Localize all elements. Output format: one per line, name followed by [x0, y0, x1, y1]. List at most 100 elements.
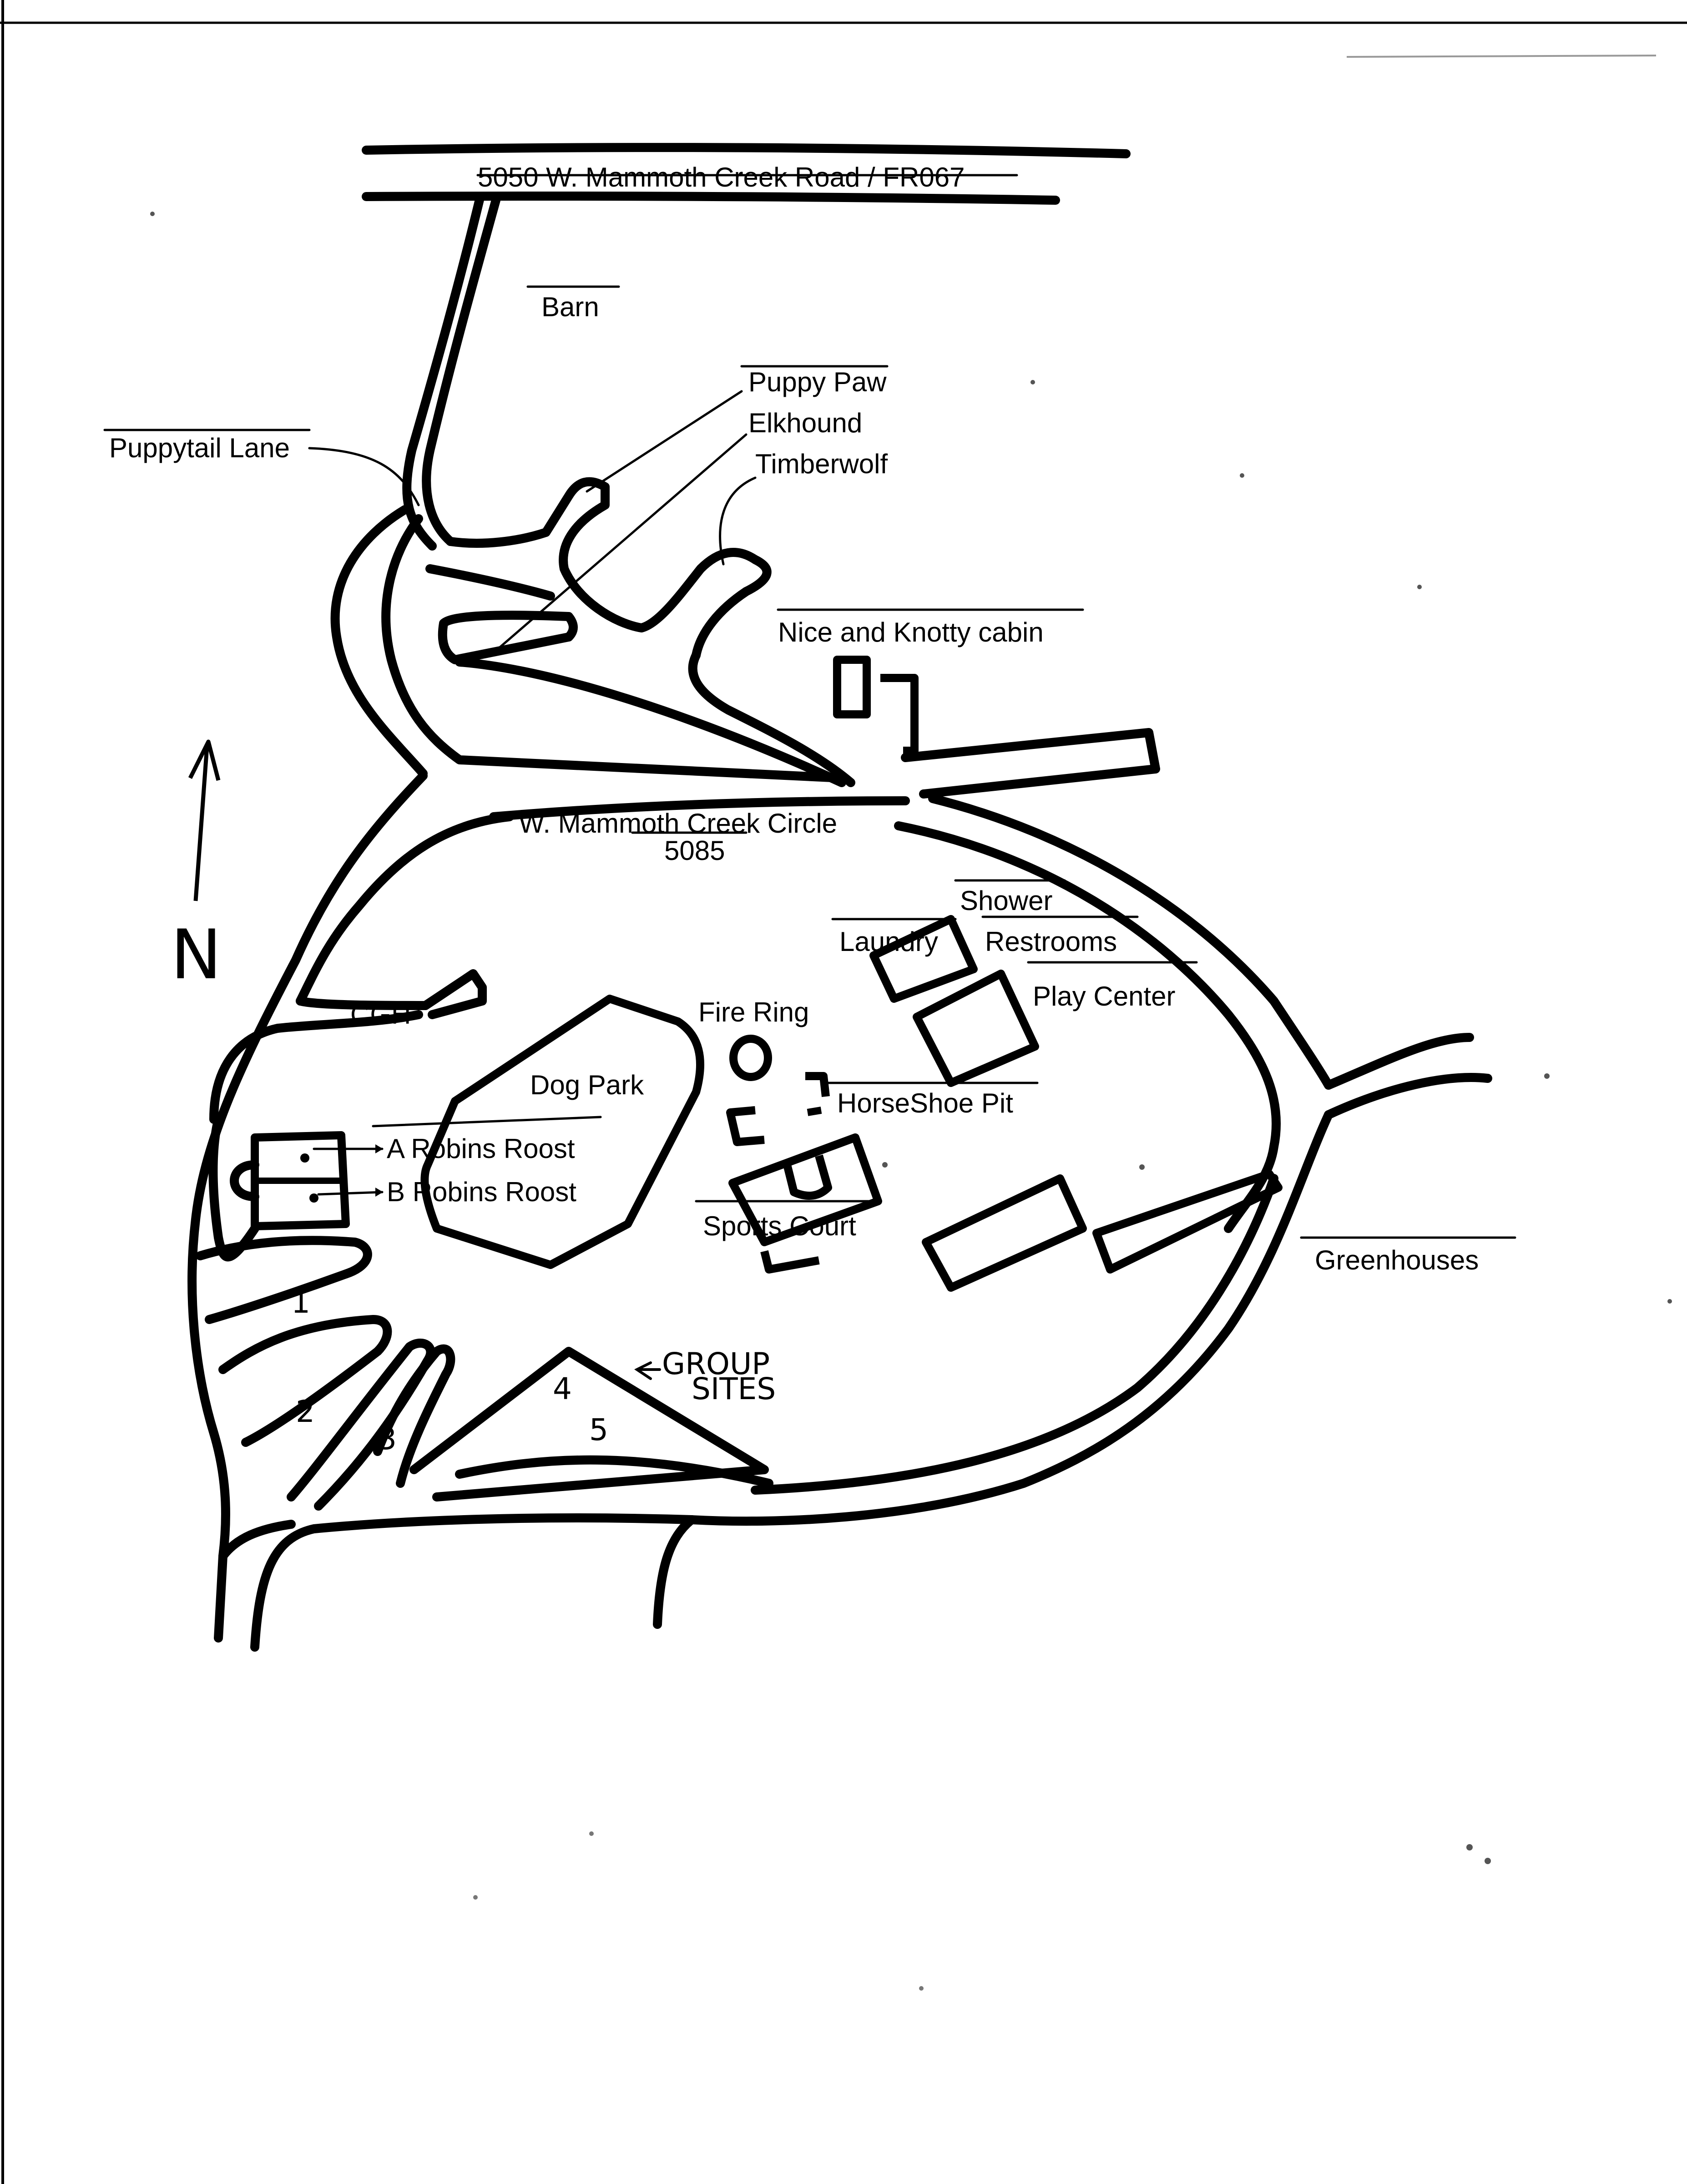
robins-a-underline	[372, 1116, 602, 1127]
east-road-upper	[901, 728, 1160, 799]
dog-park-label: Dog Park	[530, 1070, 644, 1100]
south-exit-road	[653, 1515, 696, 1629]
circle-road-south-inner	[751, 1174, 1278, 1495]
robins-a-arrowhead	[375, 1144, 383, 1153]
circle-name-label: W. Mammoth Creek Circle	[519, 808, 837, 839]
site-2-pad-b	[287, 1338, 435, 1511]
top-right-mark	[1346, 55, 1657, 58]
main-road-bottom-edge	[362, 192, 1060, 205]
cgh-road	[296, 969, 487, 1019]
north-label: N	[171, 915, 222, 995]
site-45-triangle	[409, 1347, 769, 1502]
cgh-road-lower	[209, 1010, 423, 1124]
timberwolf-drive	[688, 651, 855, 787]
north-arrow-shaft	[193, 746, 209, 901]
puppytail-road-west	[330, 505, 428, 778]
site-number-5: 5	[589, 1412, 608, 1447]
circle-road-inner-north	[296, 812, 514, 1006]
speck	[589, 1831, 594, 1836]
circle-road-south-east	[687, 1110, 1333, 1526]
nice-knotty-cabin-2	[880, 674, 919, 755]
robins-b-label: B Robins Roost	[387, 1177, 576, 1207]
speck	[473, 1895, 478, 1900]
entry-road-east-edge	[422, 196, 500, 546]
robins-roost-entry	[230, 1160, 259, 1201]
site-5-strip	[455, 1455, 773, 1488]
sports-court	[728, 1133, 882, 1246]
play-center-label: Play Center	[1033, 981, 1175, 1011]
barn-label: Barn	[541, 292, 599, 322]
speck	[1544, 1073, 1550, 1079]
circle-road-east-outer	[928, 794, 1474, 1090]
horseshoe-pit-mark	[807, 1107, 822, 1116]
puppytail-connector	[455, 657, 846, 787]
circle-number-label: 5085	[664, 835, 725, 866]
puppytail-spur-1	[446, 477, 772, 660]
group-sites-label-2: SITES	[692, 1371, 776, 1406]
site-number-3: 3	[378, 1421, 397, 1456]
speck	[150, 212, 155, 216]
speck	[1485, 1858, 1491, 1864]
fire-ring	[729, 1035, 772, 1081]
south-road-west-edge	[218, 1520, 296, 1561]
timberwolf-leader	[719, 476, 757, 566]
horseshoe-pit-label: HorseShoe Pit	[837, 1088, 1013, 1118]
robins-a-label: A Robins Roost	[387, 1133, 575, 1164]
elkhound-loop	[438, 611, 578, 664]
robins-a-marker	[300, 1153, 309, 1163]
nice-knotty-cabin-1	[833, 656, 871, 718]
timberwolf-label: Timberwolf	[755, 449, 888, 479]
shower-label: Shower	[960, 885, 1052, 916]
circle-road-east-inner	[894, 821, 1281, 1233]
laundry-building	[869, 915, 978, 1003]
site-number-1: 1	[291, 1285, 310, 1320]
circle-road-north-segment	[489, 796, 910, 821]
laundry-label: Laundry	[839, 926, 938, 957]
fire-ring-label: Fire Ring	[698, 997, 809, 1027]
speck	[919, 1986, 924, 1991]
building-se-1	[922, 1174, 1087, 1292]
robins-road-west	[208, 1115, 259, 1262]
puppy-paw-leader	[586, 390, 743, 493]
dog-park-outline	[420, 995, 704, 1269]
site-number-2: 2	[296, 1394, 315, 1429]
sports-court-label: Sports Court	[703, 1211, 856, 1241]
north-arrow-head	[188, 739, 221, 781]
play-center-building	[913, 970, 1039, 1087]
site-2-pad	[218, 1315, 392, 1447]
site-number-4: 4	[553, 1371, 572, 1406]
building-se-2	[1092, 1170, 1283, 1274]
group-sites-label-1: GROUP	[662, 1346, 770, 1381]
robins-b-marker	[309, 1193, 318, 1203]
cgh-label: CGH	[350, 999, 411, 1030]
puppytail-lane-label: Puppytail Lane	[109, 433, 290, 463]
robins-b-arrowhead	[375, 1188, 383, 1197]
speck	[1667, 1299, 1672, 1304]
horseshoe-pit-east	[805, 1072, 830, 1097]
puppytail-leader	[308, 447, 420, 506]
main-road-top-edge	[362, 143, 1131, 158]
main-road-label: 5050 W. Mammoth Creek Road / FR067	[478, 162, 965, 192]
greenhouses-label: Greenhouses	[1315, 1245, 1479, 1275]
greenhouse-road	[1324, 1073, 1492, 1119]
speck	[1240, 473, 1244, 478]
robins-b-leader	[317, 1191, 384, 1196]
speck	[1030, 380, 1035, 384]
puppytail-spur-2	[425, 564, 555, 601]
speck	[1466, 1844, 1473, 1850]
site-3-pad	[373, 1344, 455, 1488]
restrooms-label: Restrooms	[985, 926, 1117, 957]
speck	[882, 1162, 888, 1168]
south-exit-road-west	[250, 1513, 696, 1652]
sports-court-base	[760, 1250, 820, 1274]
puppytail-road-inner	[381, 514, 846, 783]
nice-knotty-label: Nice and Knotty cabin	[778, 617, 1044, 647]
puppy-paw-label: Puppy Paw	[748, 367, 887, 397]
entry-road-west-edge	[402, 193, 485, 551]
elkhound-leader	[495, 433, 748, 652]
site-1-pad	[196, 1236, 372, 1324]
circle-road-outer	[187, 771, 428, 1643]
speck	[1139, 1164, 1145, 1170]
